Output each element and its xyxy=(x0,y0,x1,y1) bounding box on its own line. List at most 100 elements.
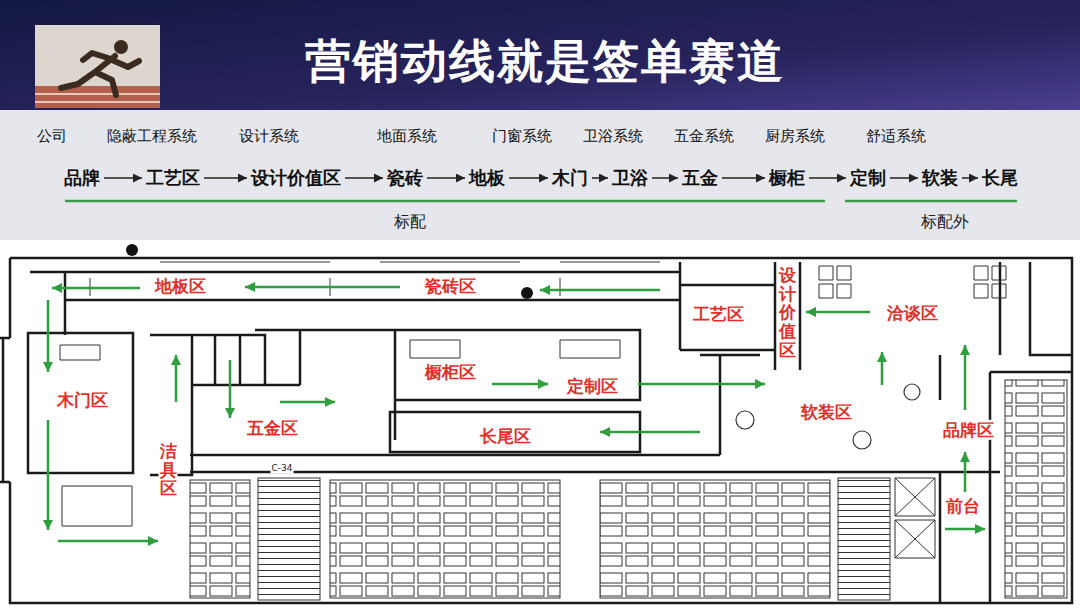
system-label: 舒适系统 xyxy=(866,127,926,145)
stairs xyxy=(258,478,320,600)
title-banner xyxy=(0,0,1080,110)
round-table xyxy=(904,384,920,400)
route-arrow xyxy=(280,401,335,404)
room-code: C-34 xyxy=(271,463,294,474)
photo-ground xyxy=(35,25,160,108)
system-label: 门窗系统 xyxy=(492,127,552,145)
flow-item: 瓷砖 xyxy=(386,167,424,189)
label-box: C-34 xyxy=(271,456,294,475)
desk-block xyxy=(600,480,830,598)
flow-item: 五金 xyxy=(681,167,719,189)
label-box: 洽谈区 xyxy=(885,303,940,323)
zone-label: 定制区 xyxy=(565,376,620,396)
stairs xyxy=(838,478,890,600)
flow-item-text: 设计价值区 xyxy=(251,167,341,189)
column-dot xyxy=(126,244,138,256)
flow-arrow xyxy=(509,177,548,179)
flow-item-text: 地板 xyxy=(469,167,505,189)
zone-label: 软装区 xyxy=(799,402,854,422)
route-arrow xyxy=(47,420,50,530)
route-arrow xyxy=(540,289,660,292)
route-arrow xyxy=(806,311,870,314)
label-box: 厨房系统 xyxy=(765,126,825,145)
flow-item: 设计价值区 xyxy=(250,167,342,189)
flow-item-text: 工艺区 xyxy=(146,167,200,189)
label-box: 橱柜区 xyxy=(423,362,478,382)
label-box: 品牌区 xyxy=(941,420,996,440)
system-label: 设计系统 xyxy=(239,127,299,145)
system-label: 五金系统 xyxy=(674,127,734,145)
system-label: 地面系统 xyxy=(377,127,437,145)
desk-block xyxy=(1005,380,1067,598)
plan-walls xyxy=(0,258,1072,603)
label-box: 瓷砖区 xyxy=(423,276,478,296)
system-label: 公司 xyxy=(37,127,67,145)
flow-arrow xyxy=(890,177,918,179)
group-label: 标配外 xyxy=(921,212,969,231)
label-box: 定制区 xyxy=(565,376,620,396)
flow-arrow xyxy=(962,177,978,179)
flow-item: 品牌 xyxy=(63,167,101,189)
label-box: 公司 xyxy=(37,126,67,145)
route-arrow xyxy=(47,300,50,372)
runner-body xyxy=(61,53,139,95)
flow-item-text: 橱柜 xyxy=(769,167,805,189)
label-box: 五金系统 xyxy=(674,126,734,145)
zone-label: 洁具区 xyxy=(159,440,178,500)
label-box: 地面系统 xyxy=(377,126,437,145)
route-arrow xyxy=(600,431,700,434)
route-arrow xyxy=(945,528,985,531)
flow-arrow xyxy=(204,177,247,179)
zone-label: 橱柜区 xyxy=(423,362,478,382)
label-box: 工艺区 xyxy=(691,304,746,324)
label-box: 门窗系统 xyxy=(492,126,552,145)
zone-label: 长尾区 xyxy=(478,426,533,446)
flow-arrow xyxy=(722,177,765,179)
system-label: 厨房系统 xyxy=(765,127,825,145)
flow-item-text: 瓷砖 xyxy=(387,167,423,189)
zone-label: 品牌区 xyxy=(941,420,996,440)
round-table xyxy=(736,411,754,429)
flow-item-text: 品牌 xyxy=(64,167,100,189)
route-arrow xyxy=(964,345,967,410)
flow-item: 木门 xyxy=(551,167,589,189)
group-underline xyxy=(65,200,1017,203)
label-box: 木门区 xyxy=(55,390,110,410)
label-box: 隐蔽工程系统 xyxy=(107,126,197,145)
page-title: 营销动线就是签单赛道 xyxy=(305,34,785,89)
zone-label: 木门区 xyxy=(55,390,110,410)
column-dot xyxy=(521,287,533,299)
route-arrow xyxy=(175,355,178,402)
desk-block xyxy=(330,480,560,598)
flow-item-text: 木门 xyxy=(552,167,588,189)
flow-item: 卫浴 xyxy=(611,167,649,189)
label-box: 五金区 xyxy=(245,418,300,438)
label-box: 卫浴系统 xyxy=(583,126,643,145)
system-label: 卫浴系统 xyxy=(583,127,643,145)
flow-item-text: 长尾 xyxy=(982,167,1018,189)
flow-arrow xyxy=(652,177,678,179)
flow-item: 地板 xyxy=(468,167,506,189)
route-arrow xyxy=(229,360,232,418)
route-arrow xyxy=(638,383,765,386)
label-box: 洁具区 xyxy=(159,440,178,500)
flow-arrow xyxy=(592,177,608,179)
flow-item: 定制 xyxy=(849,167,887,189)
zone-label: 地板区 xyxy=(153,276,208,296)
flow-item: 软装 xyxy=(921,167,959,189)
zone-label: 瓷砖区 xyxy=(423,276,478,296)
flow-arrow xyxy=(345,177,383,179)
label-box: 软装区 xyxy=(799,402,854,422)
route-arrow xyxy=(881,352,884,385)
route-arrow xyxy=(58,540,158,543)
flow-item: 工艺区 xyxy=(145,167,201,189)
zone-label: 工艺区 xyxy=(691,304,746,324)
flow-item: 橱柜 xyxy=(768,167,806,189)
zone-label: 洽谈区 xyxy=(885,303,940,323)
track-lines xyxy=(35,94,160,102)
plan-ground xyxy=(0,240,1080,608)
group-label: 标配 xyxy=(394,212,426,231)
label-box: 标配外 xyxy=(921,212,969,231)
zone-label: 设计价值区 xyxy=(778,264,797,361)
photo-track xyxy=(35,86,160,108)
